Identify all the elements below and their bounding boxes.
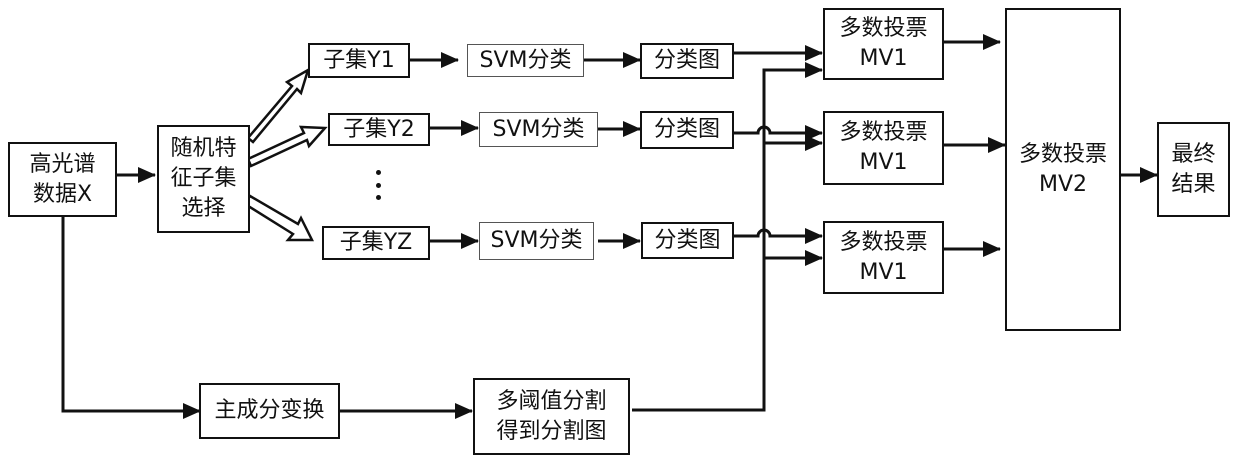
vote-3-line-2: MV1: [859, 259, 908, 285]
subset-yz-box: 子集YZ: [322, 226, 430, 260]
map-1-label: 分类图: [653, 48, 720, 73]
subset-y2-label: 子集Y2: [343, 116, 415, 142]
mv2-line-2: MV2: [1038, 171, 1088, 197]
pca-label: 主成分变换: [214, 398, 325, 423]
final-result-box: 最终 结果: [1157, 122, 1230, 217]
mv2-line-1: 多数投票: [1018, 141, 1107, 167]
class-map-1-box: 分类图: [640, 43, 734, 79]
class-map-z-box: 分类图: [641, 222, 734, 259]
result-line-1: 最终: [1171, 141, 1216, 167]
subset-y1-label: 子集Y1: [323, 47, 395, 73]
random-feature-subset-box: 随机特 征子集 选择: [157, 125, 250, 233]
majority-vote-mv1-2-box: 多数投票 MV1: [823, 111, 944, 185]
svm-2-label: SVM分类: [492, 116, 585, 142]
hollow-arrow-to-y2: [246, 125, 328, 168]
vote-2-line-2: MV1: [859, 150, 908, 175]
input-line-2: 数据X: [32, 181, 93, 207]
map-z-label: 分类图: [654, 227, 721, 253]
svm-classify-2-box: SVM分类: [479, 112, 598, 147]
select-line-3: 选择: [181, 196, 226, 221]
segmentation-bus: [632, 62, 823, 412]
ellipsis-dots: [372, 170, 384, 200]
input-line-1: 高光谱: [29, 151, 96, 177]
select-line-1: 随机特: [170, 136, 237, 161]
vote-2-line-1: 多数投票: [839, 120, 928, 145]
hollow-arrow-to-y1: [246, 67, 311, 144]
hollow-arrow-to-yz: [243, 194, 315, 242]
majority-vote-mv1-1-box: 多数投票 MV1: [823, 8, 944, 80]
subset-y2-box: 子集Y2: [328, 113, 430, 146]
map-2-label: 分类图: [653, 117, 720, 142]
subset-y1-box: 子集Y1: [308, 43, 410, 78]
vote-1-line-2: MV1: [859, 46, 908, 71]
class-map-2-box: 分类图: [640, 111, 734, 149]
result-line-2: 结果: [1171, 171, 1216, 197]
arrow-map2-to-vote: [734, 125, 823, 141]
multi-threshold-segmentation-box: 多阈值分割 得到分割图: [473, 378, 630, 455]
majority-vote-mv1-3-box: 多数投票 MV1: [823, 221, 944, 294]
select-line-2: 征子集: [170, 166, 237, 191]
svm-classify-1-box: SVM分类: [467, 44, 584, 77]
svm-classify-z-box: SVM分类: [479, 222, 594, 260]
svm-1-label: SVM分类: [479, 47, 572, 73]
arrow-input-to-pca: [61, 216, 201, 419]
vote-1-line-1: 多数投票: [839, 16, 928, 41]
pca-transform-box: 主成分变换: [199, 383, 340, 439]
seg-line-2: 得到分割图: [496, 418, 607, 444]
vote-3-line-1: 多数投票: [839, 229, 928, 255]
svm-z-label: SVM分类: [490, 228, 583, 253]
hyperspectral-data-box: 高光谱 数据X: [8, 142, 117, 217]
arrow-mapz-to-vote: [734, 228, 823, 244]
majority-vote-mv2-box: 多数投票 MV2: [1005, 8, 1121, 331]
seg-line-1: 多阈值分割: [496, 388, 607, 414]
subset-yz-label: 子集YZ: [339, 230, 413, 255]
